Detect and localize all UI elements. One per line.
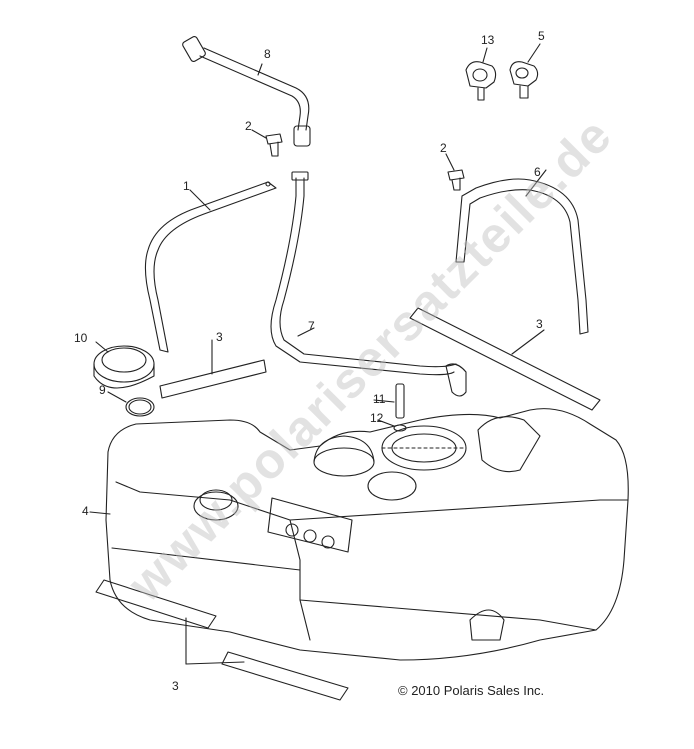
callout-7: 7: [308, 319, 315, 333]
callout-2-left: 2: [245, 119, 252, 133]
callout-4: 4: [82, 504, 89, 518]
pad-part-3-right: [409, 307, 601, 411]
callout-8: 8: [264, 47, 271, 61]
copyright-notice: © 2010 Polaris Sales Inc.: [398, 683, 545, 698]
callout-11: 11: [373, 392, 386, 406]
callout-5: 5: [538, 29, 545, 43]
fuel-hose-part-7: [270, 171, 467, 397]
clamp-part-13: [465, 47, 497, 101]
o-ring-part-9: [107, 391, 155, 417]
callout-13: 13: [481, 33, 495, 47]
callout-12: 12: [370, 411, 384, 425]
pad-part-3-center: [159, 339, 267, 399]
fuel-tank-part-4: [89, 408, 629, 661]
callout-3-right: 3: [536, 317, 543, 331]
vent-hose-part-8: [182, 36, 311, 147]
callout-6: 6: [534, 165, 541, 179]
push-rivet-part-2-right: [445, 153, 465, 191]
callout-3-center: 3: [216, 330, 223, 344]
push-rivet-part-2-left: [251, 129, 283, 157]
callout-10: 10: [74, 331, 88, 345]
callout-2-right: 2: [440, 141, 447, 155]
tube-part-11: [373, 383, 405, 419]
callout-1: 1: [183, 179, 190, 193]
gas-cap-part-10: [93, 341, 155, 389]
strap-part-1: [144, 181, 277, 353]
clip-part-5: [509, 43, 541, 99]
callout-3-bottom: 3: [172, 679, 179, 693]
callout-9: 9: [99, 383, 106, 397]
strap-part-6: [455, 169, 589, 335]
